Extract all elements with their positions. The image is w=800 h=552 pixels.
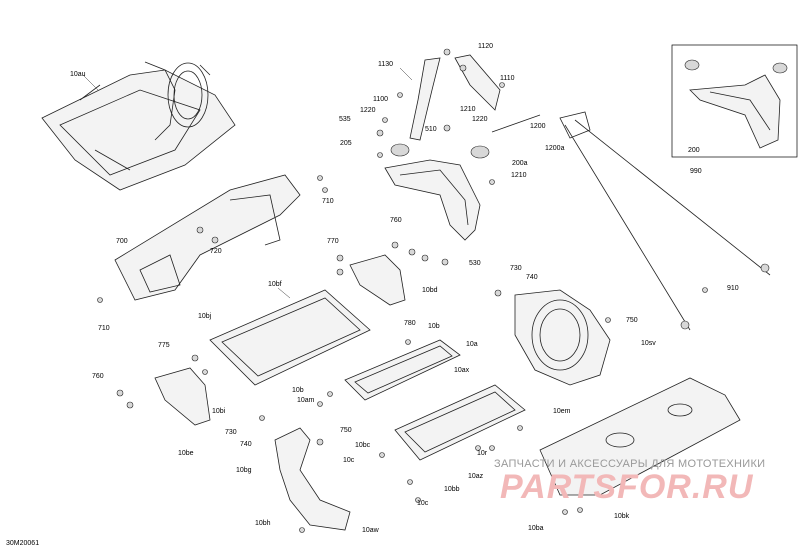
callout-1100: 1100: [373, 96, 388, 103]
part-bracket-10be: [116, 354, 211, 426]
part-arm-10bh: [259, 415, 351, 533]
callout-1130: 1130: [378, 61, 393, 68]
part-plate-10ax: [394, 384, 526, 461]
callout-10em: 10em: [553, 408, 571, 415]
callout-10r: 10r: [477, 450, 488, 457]
callout-10bi: 10bi: [212, 408, 226, 415]
callout-1110: 1110: [500, 75, 515, 82]
hardware-fasteners: [317, 339, 583, 515]
callout-510: 510: [425, 126, 437, 133]
callout-760: 760: [390, 217, 402, 224]
callout-1120: 1120: [478, 43, 493, 50]
callout-10bd: 10bd: [422, 287, 438, 294]
callout-740: 740: [526, 274, 538, 281]
callout-10bc: 10bc: [355, 442, 371, 449]
callout-730: 730: [510, 265, 522, 272]
callout-1200: 1200: [530, 123, 546, 130]
part-panel-10a: [344, 339, 461, 401]
diagram-reference-code: 30M20061: [6, 540, 40, 547]
callout-530: 530: [469, 260, 481, 267]
part-upper-bracket: [382, 48, 505, 141]
part-floorplate-10em: [539, 377, 741, 496]
callout-990: 990: [690, 168, 702, 175]
callout-1200a: 1200a: [545, 145, 565, 152]
callout-710b: 710: [98, 325, 110, 332]
callout-10bb: 10bb: [444, 486, 460, 493]
callout-10bf: 10bf: [268, 281, 282, 288]
callout-1220: 1220: [472, 116, 488, 123]
callout-910: 910: [727, 285, 739, 292]
part-panel-10bf: [209, 287, 371, 386]
callout-10au: 10au: [70, 71, 86, 78]
callout-10be: 10be: [178, 450, 194, 457]
callout-760b: 760: [92, 373, 104, 380]
callout-770: 770: [327, 238, 339, 245]
callout-10bk: 10bk: [614, 513, 630, 520]
callout-780: 780: [404, 320, 416, 327]
callout-10bg: 10bg: [236, 467, 252, 474]
callout-740b: 740: [240, 441, 252, 448]
callout-750: 750: [626, 317, 638, 324]
callout-1210: 1210: [460, 106, 476, 113]
part-10au-frame: [41, 61, 236, 191]
callout-775: 775: [158, 342, 170, 349]
callout-720: 720: [210, 248, 222, 255]
watermark-logo: PARTSFOR.RU: [500, 468, 754, 506]
callout-10sv: 10sv: [641, 340, 656, 347]
callout-labels: 10au 1120 1130 1110 1100 1210 1220 535 1…: [70, 43, 739, 534]
callout-10aw: 10aw: [362, 527, 380, 534]
callout-1210b: 1210: [511, 172, 527, 179]
callout-10a: 10a: [466, 341, 478, 348]
part-strut-990: [559, 111, 771, 331]
callout-10ba: 10ba: [528, 525, 544, 532]
callout-10b: 10b: [428, 323, 440, 330]
callout-10bh: 10bh: [255, 520, 271, 527]
part-arm-700: [97, 174, 328, 303]
callout-1220b: 1220: [360, 107, 376, 114]
callout-750b: 750: [340, 427, 352, 434]
callout-205: 205: [340, 140, 352, 147]
callout-700: 700: [116, 238, 128, 245]
callout-200: 200: [688, 147, 700, 154]
callout-10b2: 10b: [292, 387, 304, 394]
callout-10c: 10c: [343, 457, 355, 464]
part-ring-10sv: [514, 289, 611, 386]
callout-200a: 200a: [512, 160, 528, 167]
inset-box-200: [671, 44, 798, 158]
callout-10ax: 10ax: [454, 367, 470, 374]
callout-535: 535: [339, 116, 351, 123]
callout-730b: 730: [225, 429, 237, 436]
part-bracket-10bd: [336, 241, 502, 306]
part-rod-1200: [491, 114, 541, 133]
callout-10az: 10az: [468, 473, 484, 480]
callout-10am: 10am: [297, 397, 315, 404]
callout-10bj: 10bj: [198, 313, 212, 320]
callout-710: 710: [322, 198, 334, 205]
callout-10c2: 10c: [417, 500, 429, 507]
watermark-tagline: ЗАПЧАСТИ И АКСЕССУАРЫ ДЛЯ МОТОТЕХНИКИ: [494, 458, 766, 470]
part-bracket-200a: [376, 124, 495, 241]
